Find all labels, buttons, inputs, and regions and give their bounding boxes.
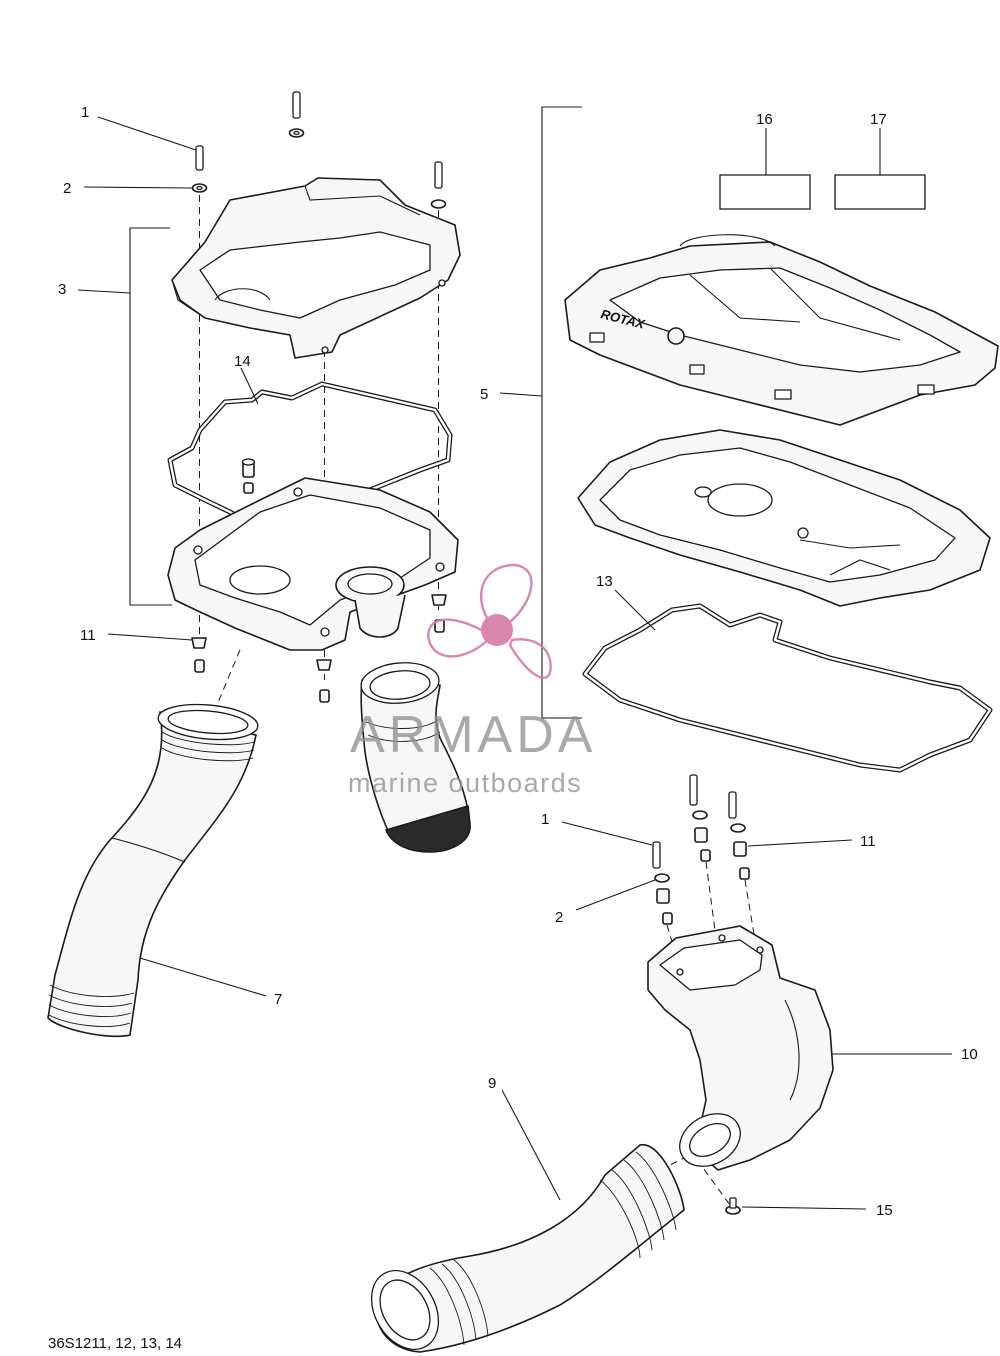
callout-11-right: 11 bbox=[860, 833, 876, 850]
callout-10: 10 bbox=[961, 1046, 978, 1063]
callout-5: 5 bbox=[480, 386, 488, 403]
callout-7: 7 bbox=[274, 991, 282, 1008]
insert-left bbox=[241, 458, 256, 494]
air-duct-short bbox=[360, 662, 471, 853]
air-box-cover bbox=[171, 177, 461, 359]
screw-top-right bbox=[430, 161, 447, 209]
callout-2-left: 2 bbox=[63, 180, 71, 197]
callout-14: 14 bbox=[234, 353, 251, 370]
insert-11-left bbox=[191, 594, 447, 703]
callout-2-right: 2 bbox=[555, 909, 563, 926]
label-16 bbox=[719, 128, 811, 210]
armada-watermark: ARMADA marine outboards bbox=[348, 563, 596, 798]
engine-cover-frame bbox=[577, 429, 991, 607]
callout-11-left: 11 bbox=[80, 627, 96, 644]
screw-right-a bbox=[689, 774, 711, 862]
air-duct-9 bbox=[370, 1144, 685, 1353]
watermark-brand: ARMADA bbox=[350, 706, 596, 764]
gasket-13 bbox=[582, 589, 993, 773]
air-duct-7 bbox=[47, 703, 259, 1038]
callout-3: 3 bbox=[58, 281, 66, 298]
engine-cover-rotax: ROTAX bbox=[564, 234, 999, 426]
callout-1-right: 1 bbox=[541, 811, 549, 828]
footer-code: 36S1211, 12, 13, 14 bbox=[48, 1335, 182, 1352]
screw-1-left bbox=[191, 145, 208, 193]
screw-1-right bbox=[652, 841, 673, 925]
callout-labels: 1 2 3 14 11 7 5 16 17 13 1 2 11 10 9 15 bbox=[58, 104, 978, 1219]
air-box-base bbox=[167, 477, 459, 651]
callout-9: 9 bbox=[488, 1075, 496, 1092]
duct-7-threads bbox=[48, 731, 255, 1027]
callout-13: 13 bbox=[596, 573, 613, 590]
air-elbow-10 bbox=[647, 925, 834, 1171]
bracket-3 bbox=[77, 227, 172, 606]
duct-9-threads bbox=[429, 1151, 677, 1346]
bracket-5 bbox=[499, 106, 582, 719]
callout-16: 16 bbox=[756, 111, 773, 128]
callout-15: 15 bbox=[876, 1202, 893, 1219]
screw-top-center bbox=[288, 91, 305, 138]
label-17 bbox=[834, 128, 926, 210]
screw-right-b bbox=[728, 791, 750, 880]
propeller-logo-icon bbox=[426, 563, 552, 679]
callout-1-left: 1 bbox=[81, 104, 89, 121]
screw-15 bbox=[725, 1197, 741, 1215]
watermark-tagline: marine outboards bbox=[348, 768, 582, 798]
callout-17: 17 bbox=[870, 111, 887, 128]
